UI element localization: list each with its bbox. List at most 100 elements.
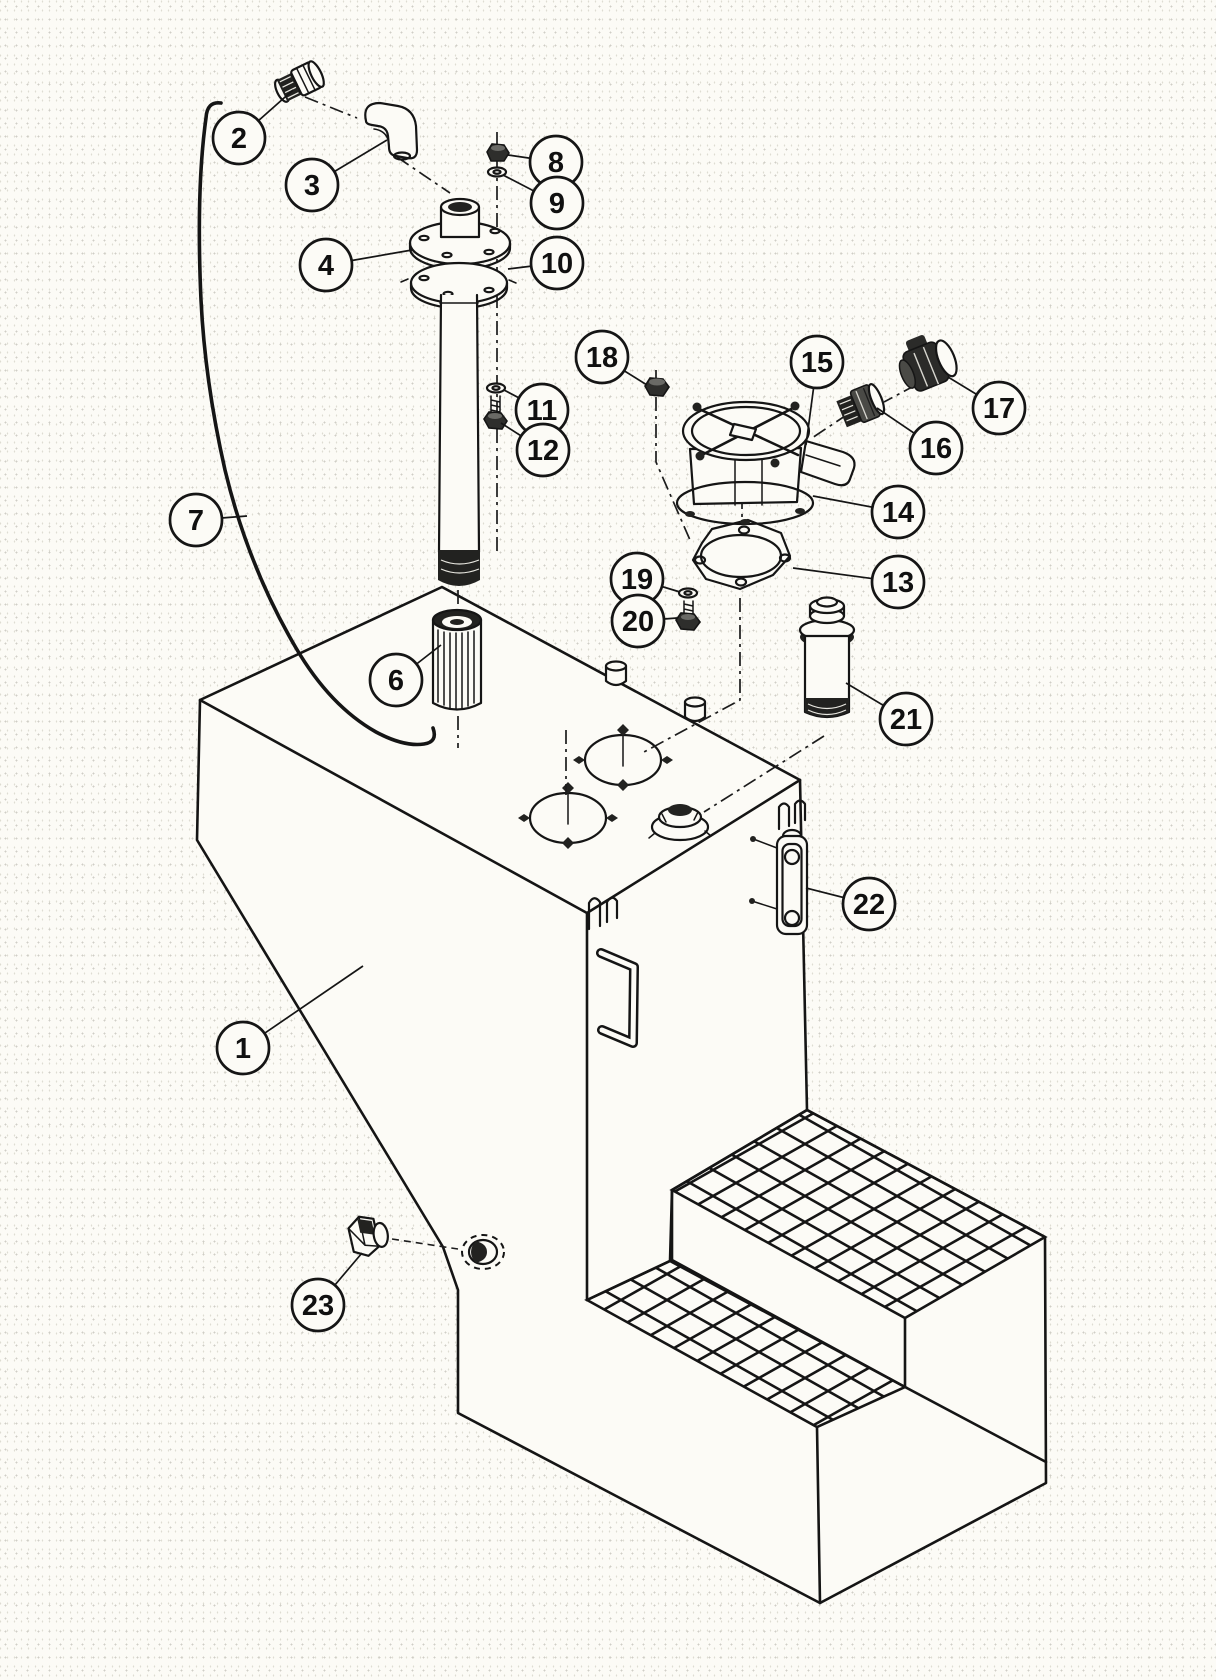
callout-9: 9 — [529, 175, 585, 231]
callout-number-7: 7 — [188, 505, 204, 537]
washer-9 — [486, 166, 508, 178]
washer-19 — [677, 587, 699, 599]
bolt-20 — [675, 600, 701, 631]
callout-circle-14 — [870, 484, 926, 540]
nut-8 — [486, 143, 510, 162]
suction-tube-assembly — [274, 60, 517, 586]
bolt-12 — [483, 395, 508, 430]
callout-13: 13 — [870, 554, 926, 610]
callout-23: 23 — [290, 1277, 346, 1333]
callout-number-22: 22 — [853, 889, 885, 921]
callout-circle-20 — [610, 593, 666, 649]
flange-disc-4 — [408, 197, 512, 271]
callout-number-20: 20 — [622, 606, 654, 638]
callout-circle-4 — [298, 237, 354, 293]
callout-circle-7 — [168, 492, 224, 548]
callout-number-13: 13 — [882, 567, 914, 599]
callout-circle-13 — [870, 554, 926, 610]
callout-number-21: 21 — [890, 704, 922, 736]
callout-20: 20 — [610, 593, 666, 649]
callout-19: 19 — [609, 551, 665, 607]
callout-1: 1 — [215, 1020, 271, 1076]
outlet-arm-15 — [799, 439, 856, 487]
top-opening-rear — [573, 724, 673, 791]
callout-16: 16 — [908, 420, 964, 476]
fitting-16 — [836, 383, 886, 428]
callout-circle-22 — [841, 876, 897, 932]
callout-number-9: 9 — [549, 188, 565, 220]
callout-22: 22 — [841, 876, 897, 932]
callout-circle-3 — [284, 157, 340, 213]
callout-15: 15 — [789, 334, 845, 390]
callout-4: 4 — [298, 237, 354, 293]
callout-circle-6 — [368, 652, 424, 708]
drop-tube — [437, 293, 481, 586]
callout-2: 2 — [211, 110, 267, 166]
callout-6: 6 — [368, 652, 424, 708]
pipe-bung-2 — [683, 696, 707, 723]
drain-plug-23 — [347, 1215, 389, 1257]
callout-11: 11 — [514, 382, 570, 438]
sight-gauge — [749, 828, 809, 936]
callout-circle-17 — [971, 380, 1027, 436]
callout-number-17: 17 — [983, 393, 1015, 425]
callout-circle-23 — [290, 1277, 346, 1333]
callout-3: 3 — [284, 157, 340, 213]
pump-assembly — [644, 334, 958, 631]
cover-gasket-13 — [691, 518, 792, 591]
callout-18: 18 — [574, 329, 630, 385]
weld-tabs-front — [587, 896, 619, 931]
callout-8: 8 — [528, 134, 584, 190]
handle-inner — [598, 950, 637, 1046]
callout-circle-15 — [789, 334, 845, 390]
callout-circle-1 — [215, 1020, 271, 1076]
callout-number-18: 18 — [586, 342, 618, 374]
drain-port-hole — [461, 1234, 505, 1270]
callout-number-2: 2 — [231, 123, 247, 155]
callout-number-12: 12 — [527, 435, 559, 467]
elbow-3 — [364, 101, 419, 161]
callout-number-4: 4 — [318, 250, 334, 282]
hex-fitting-2 — [274, 60, 325, 103]
filler-neck — [648, 804, 712, 842]
weld-tabs-right — [777, 799, 807, 831]
callout-circle-2 — [211, 110, 267, 166]
callout-14: 14 — [870, 484, 926, 540]
callout-circle-9 — [529, 175, 585, 231]
callout-number-14: 14 — [882, 497, 914, 529]
callout-12: 12 — [515, 422, 571, 478]
callout-number-1: 1 — [235, 1033, 251, 1065]
hose — [197, 101, 437, 747]
callout-circle-21 — [878, 691, 934, 747]
callout-number-6: 6 — [388, 665, 404, 697]
washer-11 — [485, 382, 507, 394]
callout-17: 17 — [971, 380, 1027, 436]
nut-18 — [644, 377, 670, 397]
callout-number-16: 16 — [920, 433, 952, 465]
callout-number-23: 23 — [302, 1290, 334, 1322]
callout-number-8: 8 — [548, 147, 564, 179]
callout-number-11: 11 — [527, 395, 558, 427]
callout-number-10: 10 — [541, 248, 573, 280]
lower-step-riser — [815, 1385, 1048, 1605]
callout-7: 7 — [168, 492, 224, 548]
filter-element — [431, 608, 483, 711]
breather-21 — [798, 596, 856, 719]
tank-body — [195, 585, 1048, 1605]
pipe-bung-1 — [604, 660, 628, 687]
callout-number-19: 19 — [621, 564, 653, 596]
upper-step-tread — [669, 1108, 1048, 1320]
callout-circle-10 — [529, 235, 585, 291]
callout-circle-18 — [574, 329, 630, 385]
elbow-fitting-17 — [898, 334, 958, 392]
top-opening-front — [518, 782, 618, 849]
callout-circle-12 — [515, 422, 571, 478]
pump-body-14 — [675, 400, 856, 526]
callout-number-3: 3 — [304, 170, 320, 202]
callout-21: 21 — [878, 691, 934, 747]
callout-number-15: 15 — [801, 347, 833, 379]
callout-circle-16 — [908, 420, 964, 476]
